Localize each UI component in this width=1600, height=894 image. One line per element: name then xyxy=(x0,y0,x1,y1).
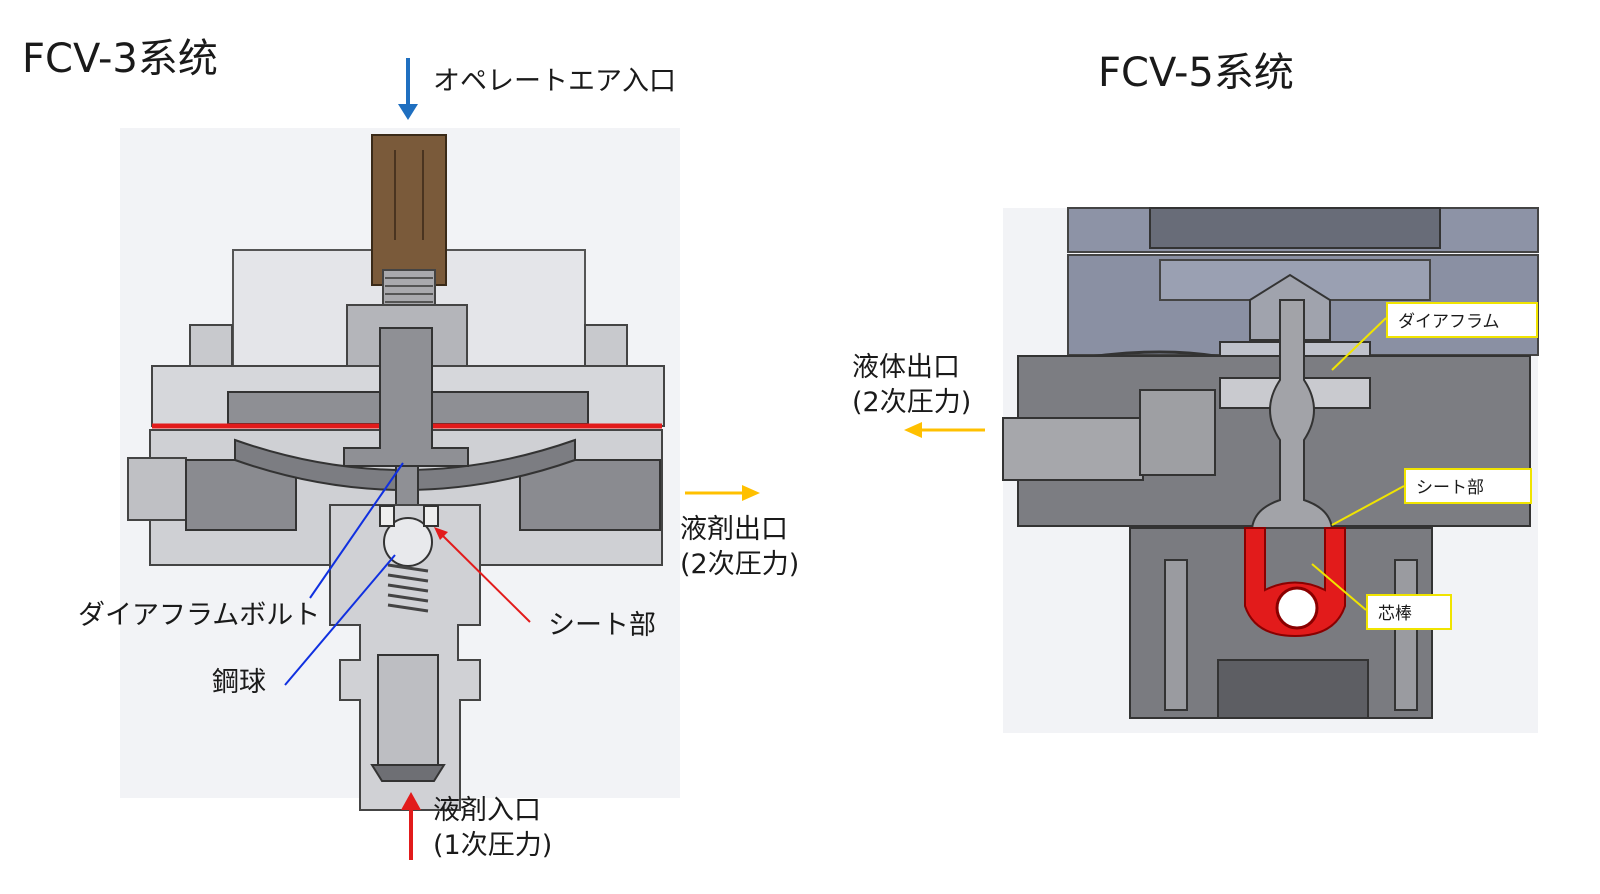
fcv3-bolt-right xyxy=(584,324,628,368)
fcv3-steel-ball xyxy=(383,517,433,567)
fcv3-callout-seat xyxy=(437,530,531,623)
fcv3-steel-ball-label: 鋼球 xyxy=(212,667,266,698)
fcv5-core-rod-label: 芯棒 xyxy=(1366,594,1452,630)
fcv3-seat-label: シート部 xyxy=(548,610,656,641)
fcv3-outlet-label: 液剤出口 (2次圧力) xyxy=(680,512,799,582)
fcv3-inlet-line1: 液剤入口 xyxy=(433,795,541,826)
fcv3-outlet-line2: (2次圧力) xyxy=(680,549,800,580)
fcv3-outlet-port xyxy=(519,459,661,531)
fcv3-diaphragm-bolt xyxy=(343,327,469,467)
fcv5-outlet-port xyxy=(1002,417,1144,481)
fcv3-air-fitting xyxy=(371,134,447,309)
fcv3-air-arrow xyxy=(398,58,418,120)
fcv3-diaphragm-bolt-label: ダイアフラムボルト xyxy=(78,600,321,631)
fcv5-callout-seat xyxy=(1331,485,1405,526)
fcv5-callout-core-rod xyxy=(1311,563,1367,611)
fcv5-diaphragm-label: ダイアフラム xyxy=(1386,302,1538,338)
fcv5-outlet-line2: (2次圧力) xyxy=(852,387,972,418)
fcv3-inlet-line2: (1次圧力) xyxy=(433,830,553,861)
fcv3-callout-diaphragm-bolt xyxy=(309,462,404,599)
fcv3-inlet-label: 液剤入口 (1次圧力) xyxy=(433,793,552,863)
fcv3-title: FCV-3系统 xyxy=(22,36,218,82)
fcv3-air-inlet-label: オペレートエア入口 xyxy=(433,66,676,97)
fcv5-seat-label: シート部 xyxy=(1404,468,1532,504)
fcv5-core-rod-red xyxy=(1244,527,1346,638)
fcv5-outlet-arrow xyxy=(904,422,985,438)
fcv3-spring xyxy=(387,563,429,613)
fcv3-callout-steel-ball xyxy=(284,554,396,686)
fcv3-outlet-line1: 液剤出口 xyxy=(680,514,788,545)
fcv3-inlet-arrow xyxy=(401,792,421,860)
fcv5-title: FCV-5系统 xyxy=(1098,50,1294,96)
fcv5-callout-diaphragm xyxy=(1331,317,1387,371)
fcv5-outlet-line1: 液体出口 xyxy=(852,352,960,383)
fcv5-outlet-label: 液体出口 (2次圧力) xyxy=(852,350,971,420)
fcv3-outlet-arrow xyxy=(685,485,760,501)
